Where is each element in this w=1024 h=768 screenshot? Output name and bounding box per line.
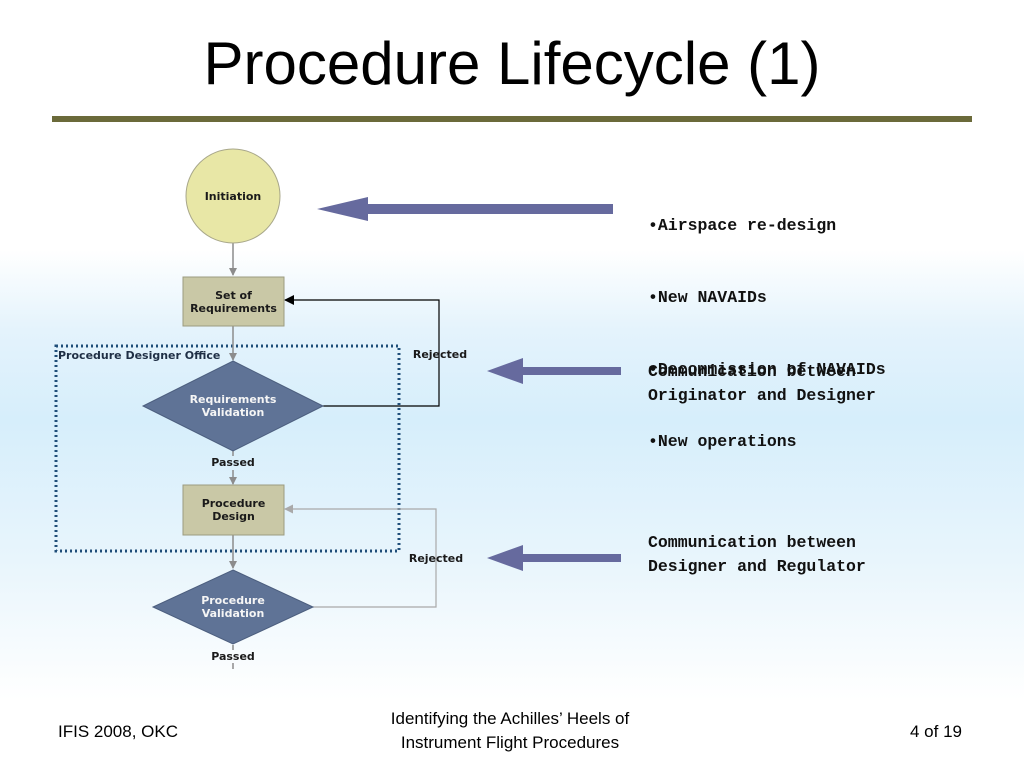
slide-title: Procedure Lifecycle (1) — [203, 30, 821, 97]
procedure-design-label-line2: Design — [212, 510, 255, 523]
requirements-validation-label-line1: Requirements — [189, 393, 277, 406]
initiation-label: Initiation — [204, 190, 262, 203]
procedure-validation-node — [151, 569, 315, 645]
requirements-validation-node — [141, 360, 325, 452]
comm-designer-regulator-line1: Communication between — [648, 533, 856, 552]
passed-label-2: Passed — [211, 650, 255, 663]
comm-originator-designer-line2: Originator and Designer — [648, 386, 876, 405]
procedure-design-node — [182, 484, 285, 536]
page-number: 4 of 19 — [910, 722, 962, 741]
footer-title-line1: Identifying the Achilles’ Heels of — [390, 709, 630, 728]
initiation-triggers-list: •Airspace re-design •New NAVAIDs •Decomm… — [648, 166, 886, 478]
procedure-design-label-line1: Procedure — [201, 497, 266, 510]
list-item: •Decommission of NAVAIDs — [648, 360, 886, 379]
initiation-node — [185, 148, 281, 244]
title-divider — [52, 116, 972, 122]
requirements-validation-label-line2: Validation — [201, 406, 265, 419]
footer-title-line2: Instrument Flight Procedures — [400, 733, 620, 752]
set-of-requirements-label-line2: Requirements — [190, 302, 277, 315]
designer-office-label: Procedure Designer Office — [58, 349, 221, 362]
initiation-arrow — [317, 197, 613, 221]
footer-presentation-title: Identifying the Achilles’ Heels of Instr… — [340, 707, 680, 755]
set-of-requirements-node — [182, 276, 285, 327]
passed-label-1: Passed — [211, 456, 255, 469]
rejected-label-2: Rejected — [408, 552, 464, 565]
comm-designer-regulator-line2: Designer and Regulator — [648, 557, 866, 576]
footer-conference: IFIS 2008, OKC — [58, 722, 178, 741]
originator-designer-arrow — [487, 358, 621, 384]
rejected-label-1: Rejected — [412, 348, 468, 361]
set-of-requirements-label-line1: Set of — [215, 289, 252, 302]
list-item: •New operations — [648, 432, 797, 451]
edge-rejected-loop-2 — [284, 504, 437, 608]
edge-rejected-loop-1 — [284, 295, 440, 407]
designer-regulator-arrow — [487, 545, 621, 571]
designer-office-region — [54, 344, 401, 553]
procedure-validation-label-line1: Procedure — [201, 594, 265, 607]
list-item: •New NAVAIDs — [648, 288, 767, 307]
comm-originator-designer-line1: Communication between — [648, 362, 856, 381]
procedure-validation-label-line2: Validation — [201, 607, 265, 620]
list-item: •Airspace re-design — [648, 216, 837, 235]
